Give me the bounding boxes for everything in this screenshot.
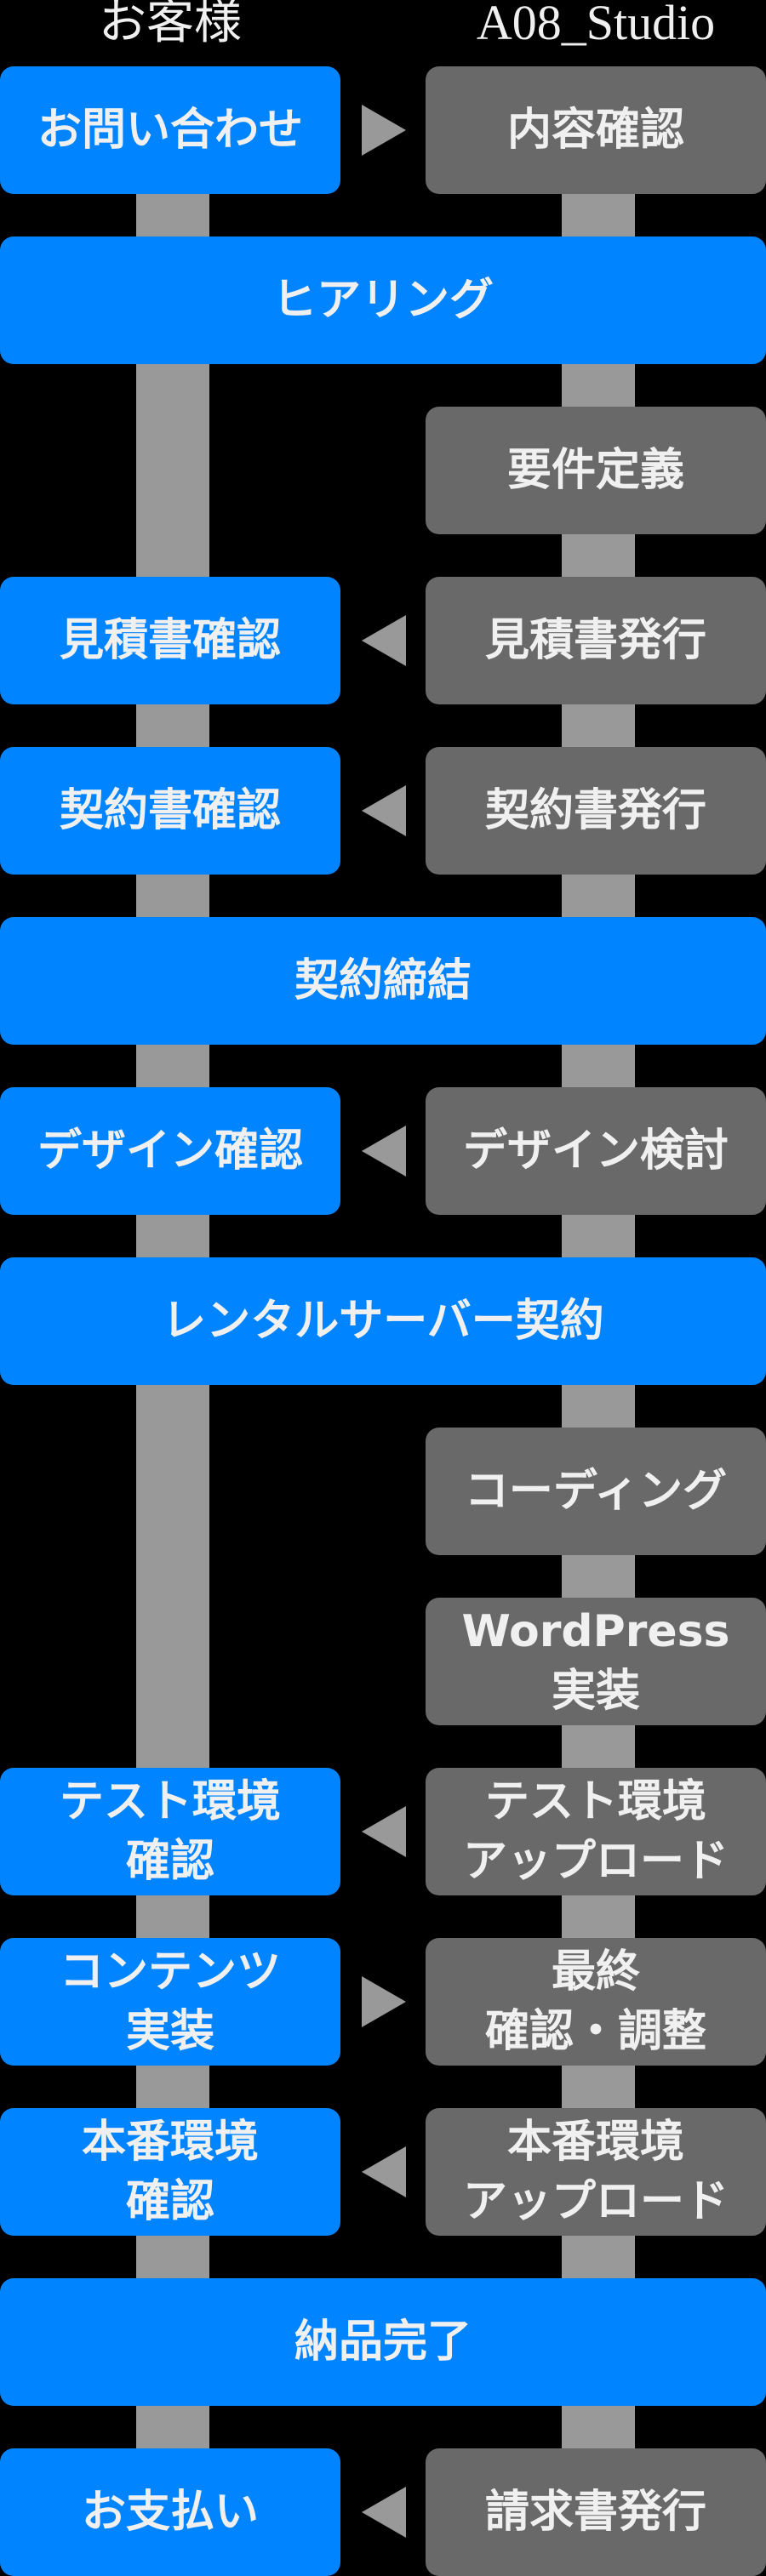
studio-step-6: デザイン検討	[426, 1087, 766, 1215]
customer-step-0: お問い合わせ	[0, 66, 340, 194]
arrow-right-icon	[362, 1976, 406, 2027]
joint-step-1-label: ヒアリング	[272, 275, 494, 326]
customer-step-4: 契約書確認	[0, 747, 340, 875]
customer-step-6: デザイン確認	[0, 1087, 340, 1215]
arrow-left-icon	[362, 1806, 406, 1857]
customer-step-12: 本番環境確認	[0, 2108, 340, 2236]
studio-step-12: 本番環境アップロード	[426, 2108, 766, 2236]
arrow-right-icon	[362, 105, 406, 156]
customer-step-11: コンテンツ実装	[0, 1938, 340, 2066]
customer-step-14-label: お支払い	[81, 2487, 259, 2538]
joint-step-13-label: 納品完了	[294, 2317, 472, 2368]
customer-step-12-label: 本番環境	[81, 2117, 259, 2168]
studio-step-3-label: 見積書発行	[484, 615, 706, 666]
header-customer: お客様	[99, 0, 242, 50]
arrow-left-icon	[362, 2487, 406, 2538]
joint-step-7-label: レンタルサーバー契約	[162, 1296, 604, 1347]
studio-step-0-label: 内容確認	[506, 105, 684, 156]
customer-step-10-label: 確認	[125, 1836, 214, 1887]
studio-step-14: 請求書発行	[426, 2448, 766, 2576]
customer-step-4-label: 契約書確認	[59, 785, 281, 836]
studio-step-9-label: 実装	[551, 1666, 640, 1717]
customer-step-10: テスト環境確認	[0, 1768, 340, 1895]
studio-step-11-label: 最終	[551, 1946, 640, 1998]
studio-step-0: 内容確認	[426, 66, 766, 194]
studio-step-8-label: コーディング	[464, 1466, 728, 1517]
header-studio: A08_Studio	[476, 0, 716, 50]
studio-step-12-label: アップロード	[462, 2176, 729, 2227]
joint-step-5: 契約締結	[0, 917, 766, 1045]
studio-step-10-label: テスト環境	[484, 1776, 706, 1827]
customer-step-12-label: 確認	[125, 2176, 214, 2227]
studio-step-11: 最終確認・調整	[426, 1938, 766, 2066]
studio-step-9-label: WordPress	[461, 1606, 730, 1657]
studio-step-4: 契約書発行	[426, 747, 766, 875]
studio-step-2-label: 要件定義	[506, 445, 684, 496]
customer-step-0-label: お問い合わせ	[37, 105, 303, 156]
studio-step-8: コーディング	[426, 1428, 766, 1555]
joint-step-5-label: 契約締結	[294, 955, 472, 1006]
customer-step-11-label: コンテンツ	[59, 1946, 281, 1998]
studio-step-10: テスト環境アップロード	[426, 1768, 766, 1895]
studio-step-10-label: アップロード	[462, 1836, 729, 1887]
customer-step-3-label: 見積書確認	[59, 615, 281, 666]
studio-step-3: 見積書発行	[426, 577, 766, 704]
customer-step-11-label: 実装	[125, 2006, 214, 2057]
studio-step-2: 要件定義	[426, 407, 766, 534]
customer-step-6-label: デザイン確認	[37, 1126, 303, 1177]
studio-step-12-label: 本番環境	[506, 2117, 684, 2168]
studio-step-6-label: デザイン検討	[462, 1126, 729, 1177]
arrow-left-icon	[362, 615, 406, 666]
customer-step-10-label: テスト環境	[59, 1776, 281, 1827]
arrow-left-icon	[362, 785, 406, 836]
studio-step-14-label: 請求書発行	[484, 2487, 706, 2538]
customer-step-14: お支払い	[0, 2448, 340, 2576]
arrow-left-icon	[362, 2146, 406, 2197]
arrow-left-icon	[362, 1126, 406, 1177]
studio-step-4-label: 契約書発行	[484, 785, 706, 836]
studio-step-9: WordPress 実装	[426, 1598, 766, 1725]
joint-step-7: レンタルサーバー契約	[0, 1257, 766, 1385]
customer-step-3: 見積書確認	[0, 577, 340, 704]
joint-step-1: ヒアリング	[0, 237, 766, 364]
joint-step-13: 納品完了	[0, 2278, 766, 2406]
studio-step-11-label: 確認・調整	[484, 2006, 706, 2057]
